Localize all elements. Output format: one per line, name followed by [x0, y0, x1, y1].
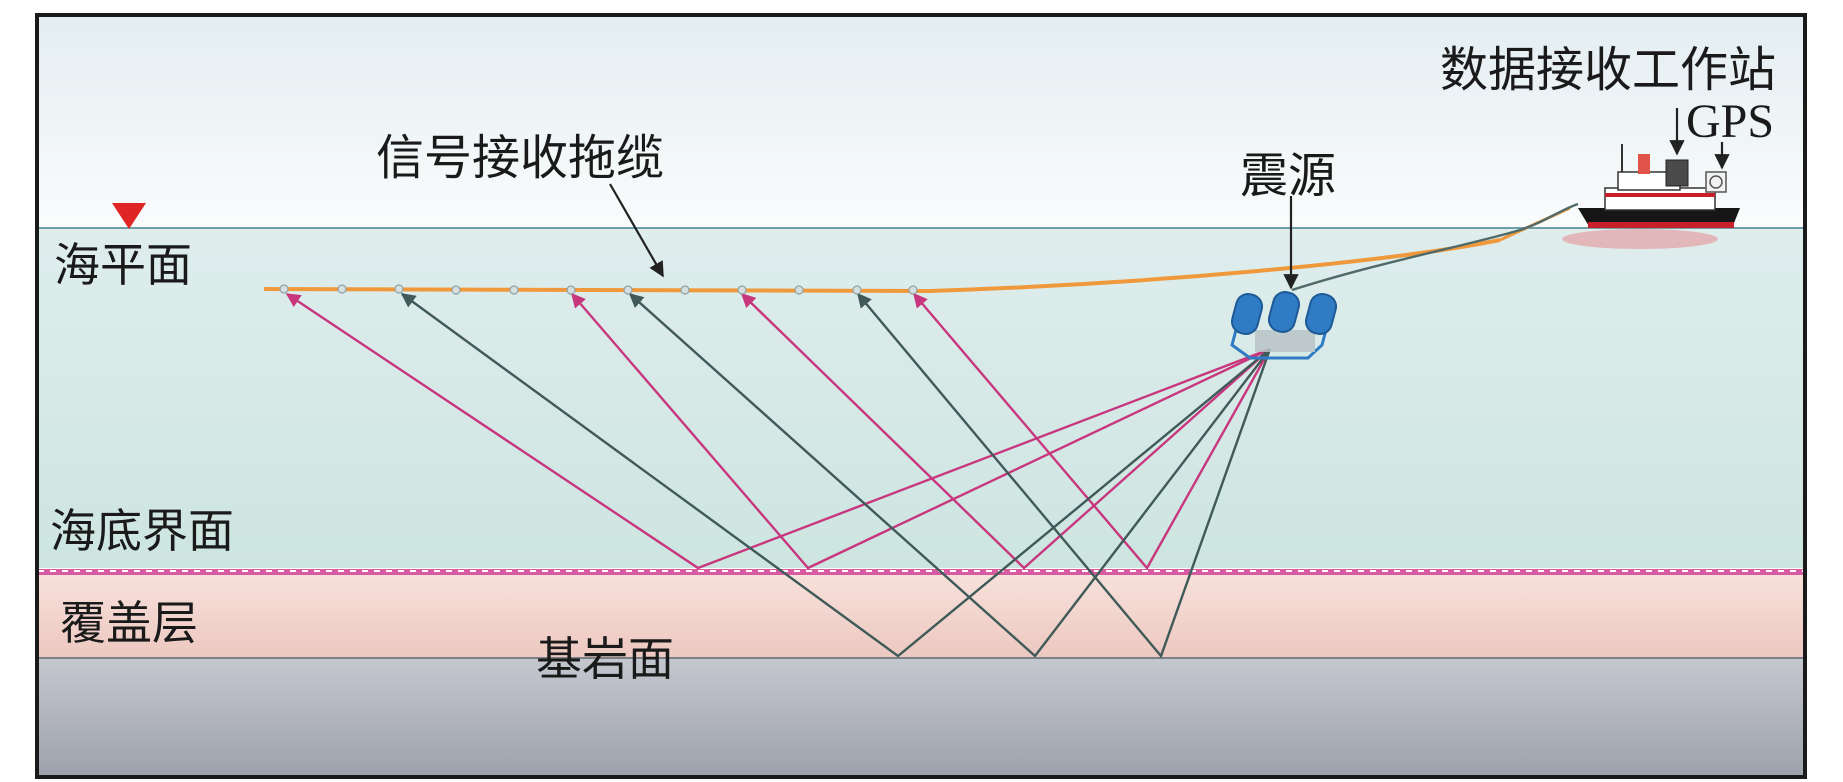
- hydrophone: [337, 284, 347, 294]
- source-frame: [1230, 314, 1332, 360]
- workstation-icon: [1665, 159, 1689, 187]
- hydrophone: [394, 284, 404, 294]
- streamer-label: 信号接收拖缆: [376, 130, 665, 186]
- bedrock-layer: [38, 658, 1804, 776]
- gps-label: GPS: [1686, 95, 1775, 148]
- hydrophone: [566, 285, 576, 295]
- air-gun: [1267, 291, 1301, 333]
- ship-deck: [1604, 187, 1716, 211]
- hydrophone: [451, 285, 461, 295]
- hydrophone: [852, 285, 862, 295]
- overburden-layer: [38, 570, 1804, 658]
- air-gun: [1304, 293, 1338, 335]
- air-gun: [1230, 293, 1264, 335]
- ship-reflection: [1562, 229, 1718, 249]
- ray-path-pink: [285, 293, 1271, 570]
- ray-path-dark: [400, 293, 1271, 658]
- ray-path-pink: [913, 292, 1272, 571]
- diagram-border: [35, 13, 1807, 779]
- layers: [38, 16, 1804, 776]
- gps-dish: [1709, 175, 1723, 189]
- overburden-label: 覆盖层: [60, 596, 198, 650]
- streamer-callout-arrow: [609, 183, 664, 278]
- ray-path-pink: [740, 292, 1271, 570]
- sea-level-marker-icon: [112, 203, 146, 229]
- seabed-label: 海底界面: [50, 504, 234, 558]
- water-layer: [38, 228, 1804, 568]
- sky-layer: [38, 16, 1804, 228]
- source-label: 震源: [1240, 148, 1337, 204]
- ray-path-pink: [571, 292, 1271, 570]
- ray-paths: [285, 292, 1272, 659]
- bedrock-label: 基岩面: [536, 632, 674, 686]
- station-label: 数据接收工作站: [1440, 42, 1777, 98]
- sea-level-label: 海平面: [54, 238, 192, 292]
- ship-icon: [1562, 144, 1740, 249]
- hydrophone: [794, 285, 804, 295]
- ray-path-dark: [857, 292, 1272, 659]
- ray-path-dark: [628, 293, 1271, 658]
- source-tow-line: [1291, 202, 1579, 292]
- callout-arrows: [609, 108, 1730, 290]
- ship-funnel: [1638, 154, 1650, 174]
- ship-deck-stripe: [1605, 193, 1715, 197]
- hydrophones: [279, 284, 918, 295]
- gps-icon: [1705, 171, 1727, 193]
- streamer-cable: [263, 202, 1579, 295]
- hydrophone: [509, 285, 519, 295]
- seismic-source-icon: [1230, 291, 1338, 360]
- hydrophone: [623, 285, 633, 295]
- ship-waterline: [1588, 222, 1734, 228]
- air-guns: [1230, 291, 1338, 335]
- hydrophone: [680, 285, 690, 295]
- hydrophone: [737, 285, 747, 295]
- hydrophone: [908, 285, 918, 295]
- hydrophone: [279, 284, 289, 294]
- source-plate: [1255, 330, 1315, 352]
